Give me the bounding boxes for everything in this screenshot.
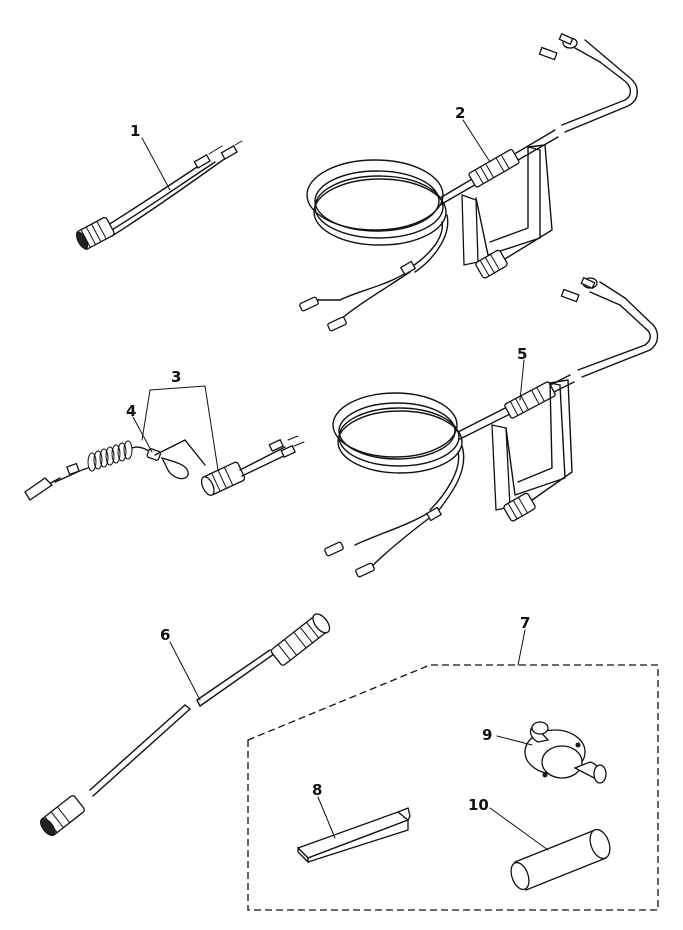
label-part-8: 8 [312,781,322,799]
label-part-7: 7 [520,614,530,632]
part-1-lead-wire [76,140,243,250]
label-part-4: 4 [126,402,136,420]
part-9-fitting [524,721,607,784]
label-part-9: 9 [482,726,492,744]
label-part-3: 3 [171,368,181,386]
part-7-kit-boundary [247,664,659,911]
part-8-bar [296,807,411,864]
label-part-5: 5 [517,345,527,363]
part-2-coiled-cable [299,32,638,332]
part-4-lanyard-cord [24,439,206,501]
part-10-tube [510,828,611,891]
label-part-1: 1 [130,122,140,140]
label-part-6: 6 [160,626,170,644]
part-3-stop-switch [200,435,305,496]
label-part-10: 10 [468,796,489,814]
leader-lines [132,119,549,851]
part-6-extension-cable [40,613,331,837]
label-part-2: 2 [455,104,465,122]
part-5-coiled-cable [324,276,659,578]
